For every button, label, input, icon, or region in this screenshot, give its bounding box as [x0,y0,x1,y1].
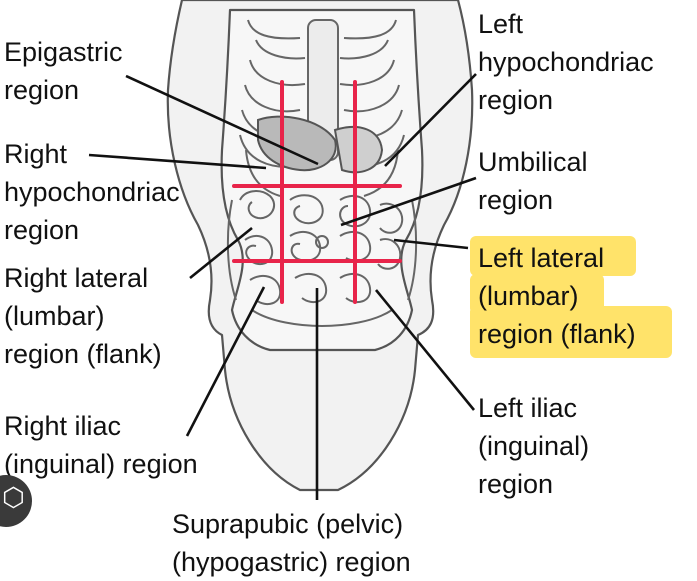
label-umbilical-line2: region [478,185,554,215]
label-right-lateral: Right lateral (lumbar) region (flank) [4,259,162,373]
leader-epigastric [125,74,319,166]
leader-left-lateral [393,238,469,250]
label-right-hypochondriac-line1: Right [4,139,68,169]
leader-right-iliac [185,286,266,437]
highlight-left-lateral-line1 [470,236,636,276]
region-grid [232,80,402,304]
label-right-hypochondriac-line2: hypochondriac [4,177,180,207]
label-right-lateral-line2: (lumbar) [4,301,105,331]
label-left-iliac-line1: Left iliac [478,393,578,423]
label-left-lateral-line1: Left lateral [478,243,605,273]
label-left-hypochondriac-line3: region [478,85,554,115]
label-suprapubic: Suprapubic (pelvic) (hypogastric) region [172,505,411,581]
label-right-iliac: Right iliac (inguinal) region [4,407,198,483]
intestines-illustration [226,190,418,328]
label-suprapubic-line1: Suprapubic (pelvic) [172,509,404,539]
leader-right-lateral [189,226,253,280]
highlight-left-lateral-line3 [470,306,672,358]
label-left-lateral: Left lateral (lumbar) region (flank) [478,239,636,353]
label-epigastric: Epigastric region [4,33,123,109]
label-right-lateral-line3: region (flank) [4,339,162,369]
label-left-iliac-line2: (inguinal) [478,431,590,461]
label-left-hypochondriac-line2: hypochondriac [478,47,654,77]
leader-right-hypochondriac [88,153,267,170]
rib-cage-illustration [239,19,405,197]
label-suprapubic-line2: (hypogastric) region [172,547,411,577]
leader-left-hypochondriac [384,73,477,167]
label-left-iliac: Left iliac (inguinal) region [478,389,589,503]
label-epigastric-line2: region [4,75,80,105]
label-right-iliac-line1: Right iliac [4,411,122,441]
leader-umbilical [340,176,477,227]
label-right-iliac-line2: (inguinal) region [4,449,198,479]
label-left-hypochondriac: Left hypochondriac region [478,5,654,119]
leader-left-iliac [374,289,476,411]
leader-lines [88,73,477,500]
label-right-hypochondriac-line3: region [4,215,80,245]
organs-illustration [257,115,384,174]
label-left-lateral-line2: (lumbar) [478,281,579,311]
label-epigastric-line1: Epigastric [4,37,123,67]
label-right-lateral-line1: Right lateral [4,263,149,293]
label-left-iliac-line3: region [478,469,554,499]
label-umbilical: Umbilical region [478,143,588,219]
label-right-hypochondriac: Right hypochondriac region [4,135,180,249]
label-umbilical-line1: Umbilical [478,147,588,177]
label-left-lateral-line3: region (flank) [478,319,636,349]
label-left-hypochondriac-line1: Left [478,9,524,39]
